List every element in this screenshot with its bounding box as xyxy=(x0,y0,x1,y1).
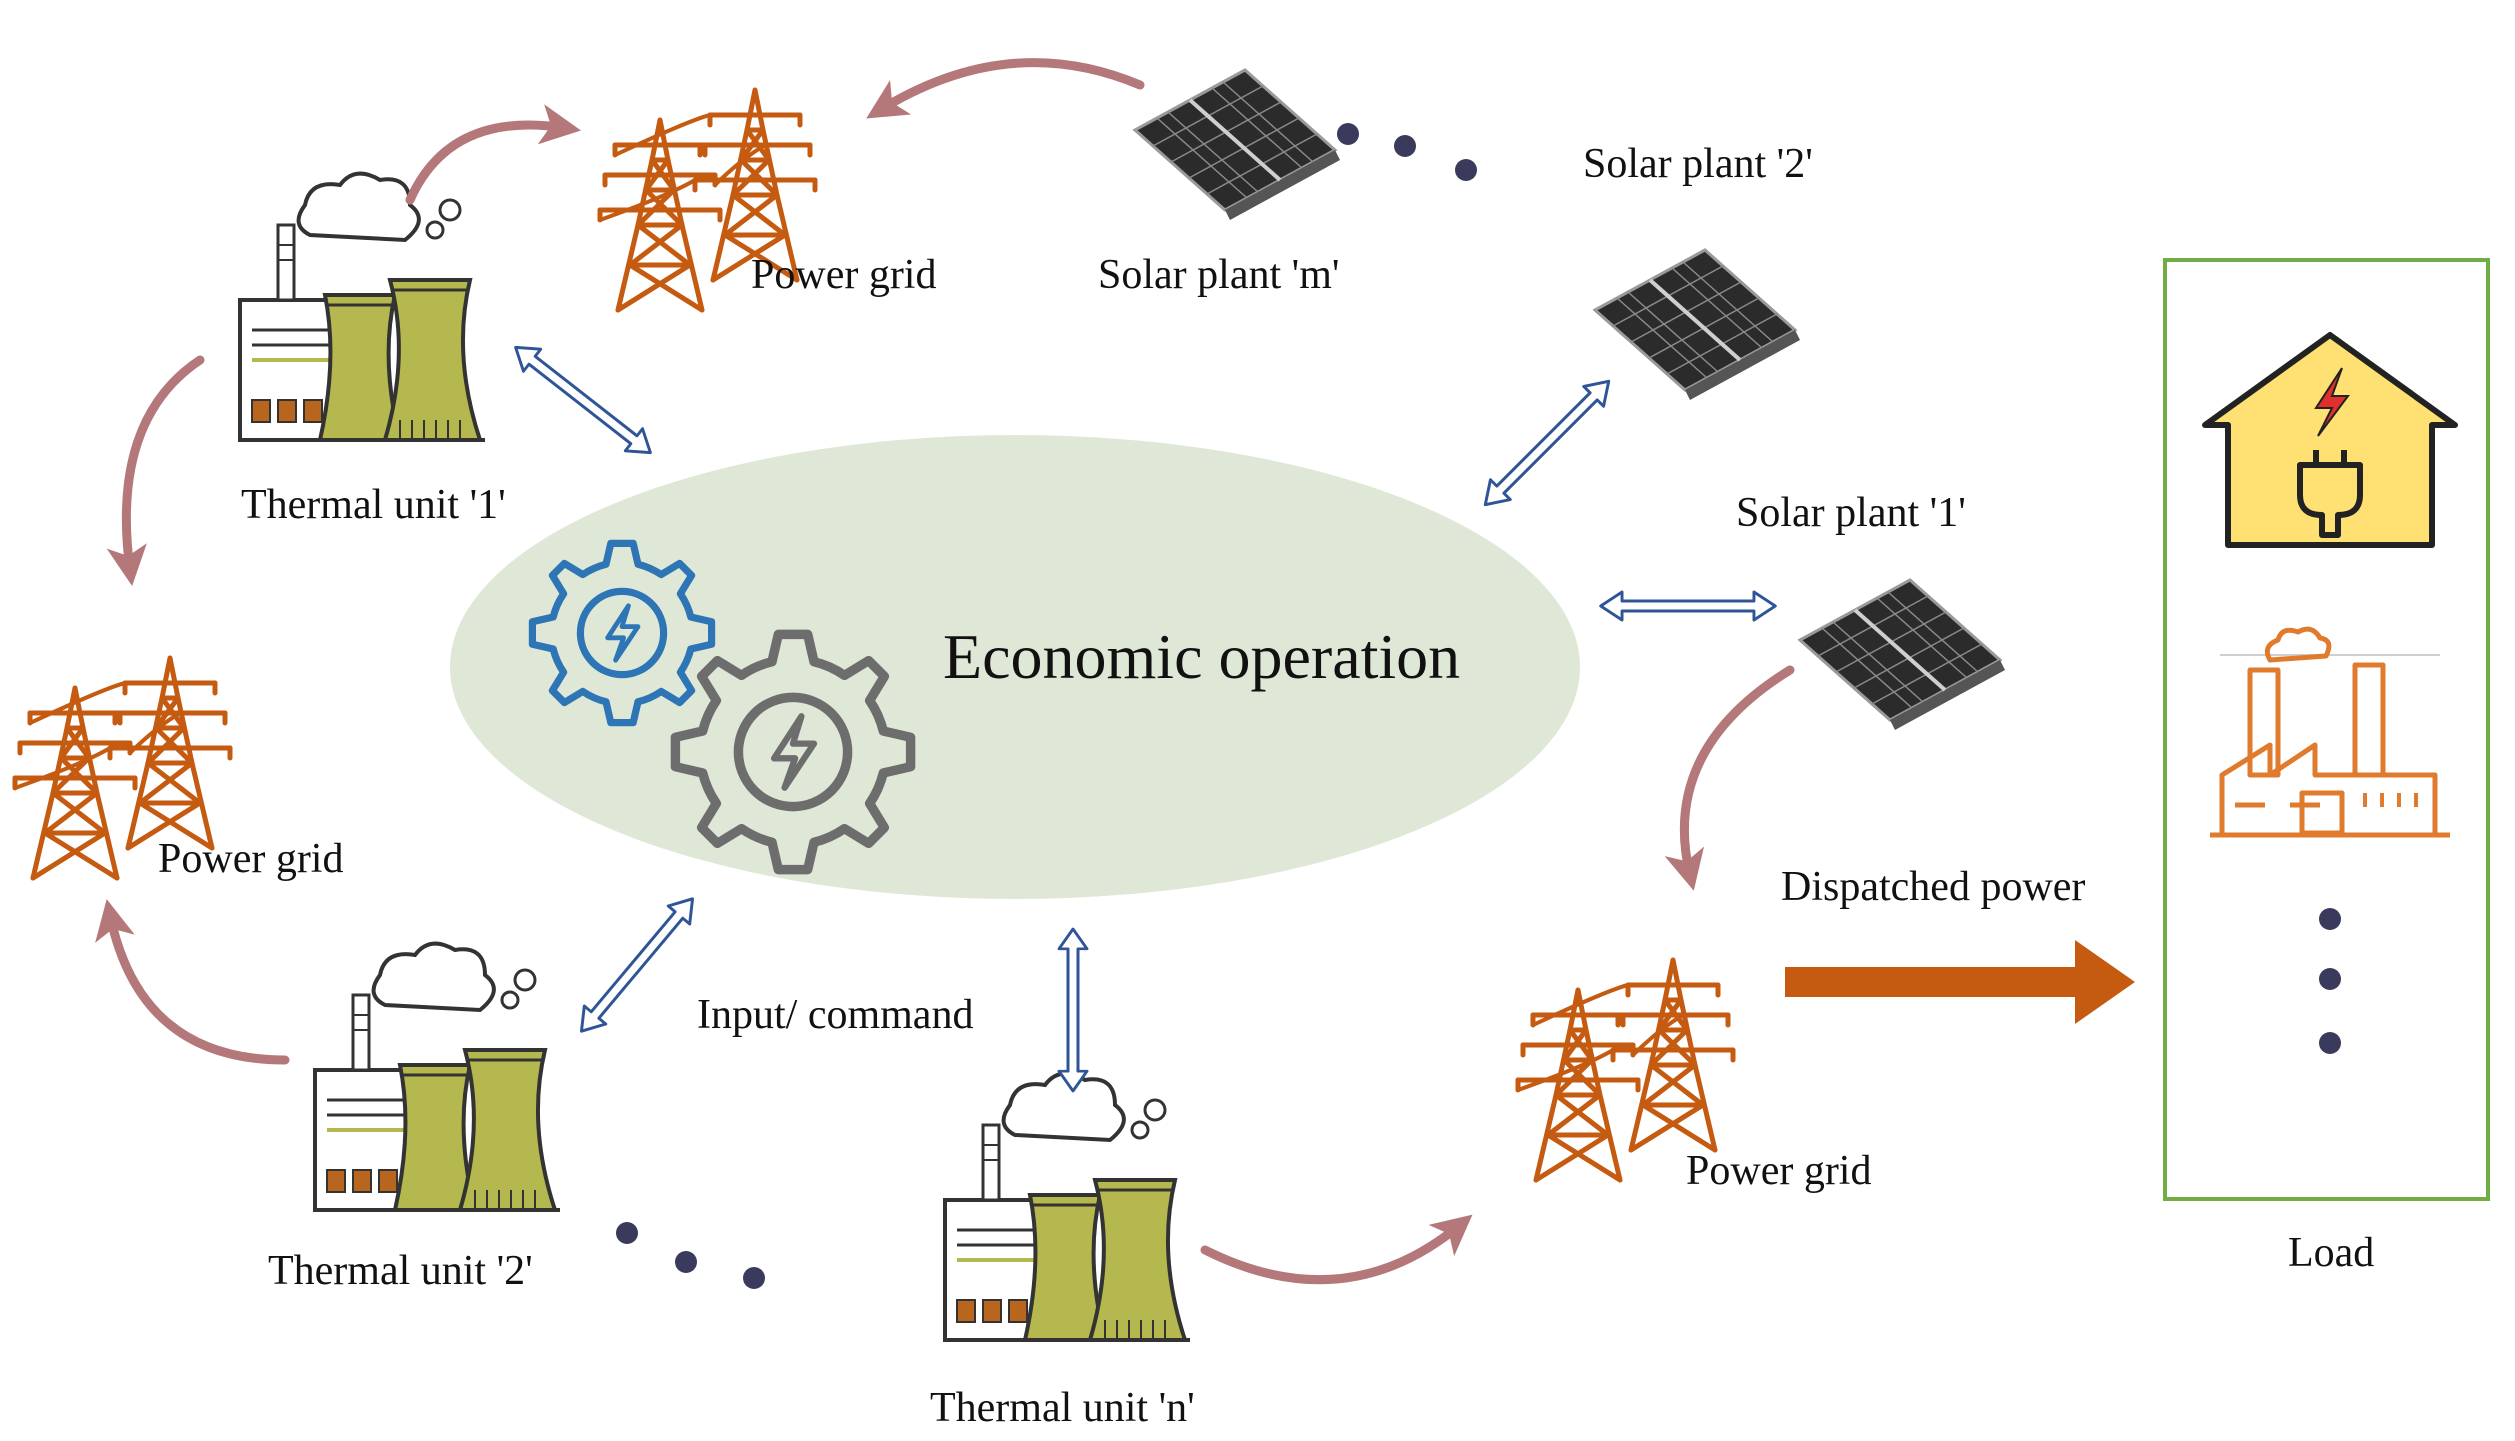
flow-arrow-thermaln-to-rightgrid xyxy=(1200,1214,1473,1285)
double-arrow-thermal2 xyxy=(569,888,705,1042)
house-plug-icon xyxy=(2202,332,2458,548)
label-power-grid-top: Power grid xyxy=(751,252,937,298)
thermal-unit-2-icon xyxy=(313,941,562,1212)
thermal-unit-1-icon xyxy=(238,171,487,443)
ellipsis-dots-solar xyxy=(1337,123,1477,181)
dispatched-power-arrow xyxy=(1785,940,2135,1024)
label-thermal-unit-n: Thermal unit 'n' xyxy=(930,1385,1195,1431)
double-arrow-thermaln xyxy=(1057,927,1089,1093)
label-power-grid-right: Power grid xyxy=(1686,1148,1872,1194)
solar-plant-m-icon xyxy=(1133,68,1342,222)
flow-arrow-thermal1-to-grid xyxy=(405,104,582,205)
center-title: Economic operation xyxy=(943,621,1461,692)
solar-plant-1-icon xyxy=(1798,578,2007,732)
solar-plant-2-icon xyxy=(1593,248,1802,402)
label-power-grid-left: Power grid xyxy=(158,836,344,882)
flow-arrow-thermal2-to-leftgrid xyxy=(95,899,290,1065)
flow-arrow-thermal1-to-leftgrid xyxy=(106,355,205,587)
factory-icon xyxy=(2210,626,2450,838)
flow-arrow-solar-m-to-grid xyxy=(866,58,1145,119)
ellipsis-dots-thermal xyxy=(616,1222,765,1289)
label-dispatched-power: Dispatched power xyxy=(1781,864,2086,910)
economic-operation-ellipse xyxy=(450,435,1580,899)
label-load: Load xyxy=(2288,1230,2375,1276)
flow-arrow-solar1-to-rightgrid xyxy=(1664,665,1795,891)
load-box xyxy=(2163,258,2490,1201)
label-thermal-unit-1: Thermal unit '1' xyxy=(241,482,506,528)
power-grid-right-icon xyxy=(1518,960,1733,1180)
label-solar-plant-1: Solar plant '1' xyxy=(1736,490,1966,536)
label-input-command: Input/ command xyxy=(697,992,974,1038)
double-arrow-solar2 xyxy=(1473,369,1621,517)
thermal-unit-n-icon xyxy=(943,1071,1192,1342)
ellipsis-dots-load xyxy=(2319,908,2341,1054)
label-thermal-unit-2: Thermal unit '2' xyxy=(268,1248,533,1294)
label-solar-plant-m: Solar plant 'm' xyxy=(1098,252,1340,298)
double-arrow-solar1 xyxy=(1599,590,1777,622)
label-solar-plant-2: Solar plant '2' xyxy=(1583,141,1813,187)
double-arrow-thermal1 xyxy=(505,334,661,466)
